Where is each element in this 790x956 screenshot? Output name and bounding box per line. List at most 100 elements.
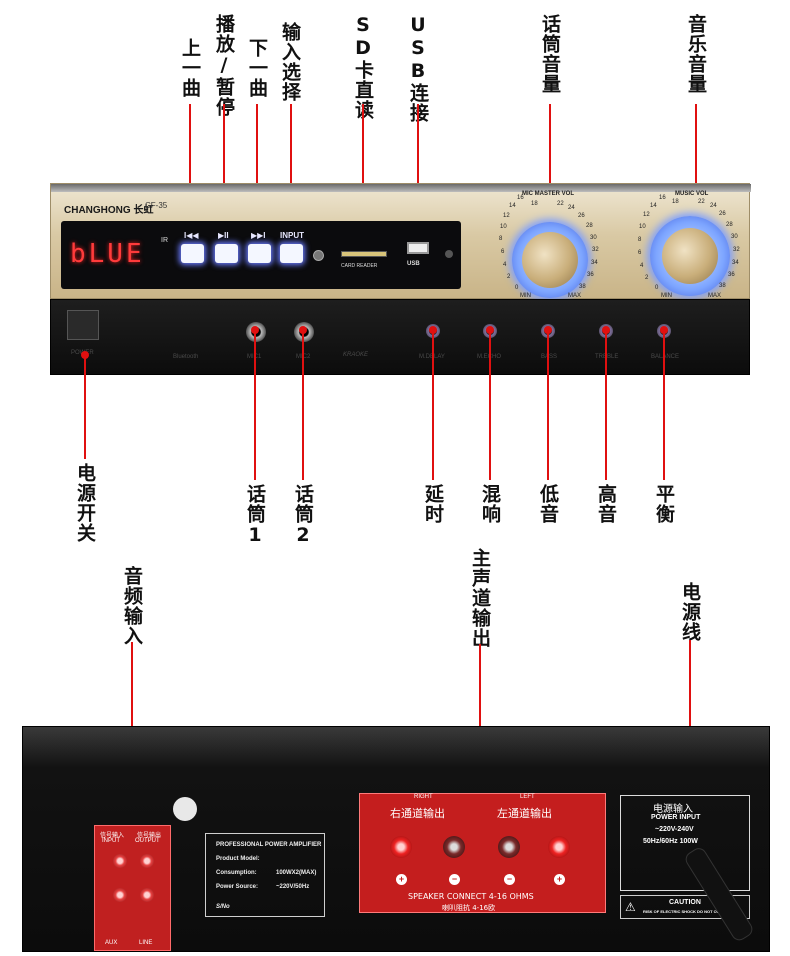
left-negative-terminal[interactable] bbox=[498, 836, 520, 858]
leader-dot-delay bbox=[429, 326, 437, 334]
music-scale-12: 12 bbox=[643, 212, 650, 218]
label-audio-input: 音频输入 bbox=[121, 566, 143, 646]
front-black-panel: POWER Bluetooth MIC1 MIC2 KRAOKE M.DELAY… bbox=[50, 299, 750, 375]
label-bass: 低音 bbox=[537, 484, 559, 524]
leader-music-vol bbox=[695, 104, 697, 242]
spec-title: PROFESSIONAL POWER AMPLIFIER bbox=[216, 842, 322, 848]
music-scale-38: 38 bbox=[719, 283, 726, 289]
mic-scale-30: 30 bbox=[590, 235, 597, 241]
mic-scale-36: 36 bbox=[587, 272, 594, 278]
mic-scale-24: 24 bbox=[568, 205, 575, 211]
mic-scale-0: 0 bbox=[515, 285, 519, 291]
label-power-switch: 电源开关 bbox=[74, 463, 96, 543]
mic-volume-knob[interactable] bbox=[522, 232, 578, 288]
power-input-cn: 电源输入 bbox=[653, 804, 693, 815]
spec-consumption-val: 100WX2(MAX) bbox=[276, 870, 317, 876]
karaoke-label: KRAOKE bbox=[343, 352, 369, 358]
prev-button-label: I◀◀ bbox=[184, 231, 199, 240]
mic-scale-min: MIN bbox=[520, 293, 531, 299]
leader-dot-treble bbox=[602, 326, 610, 334]
top-edge bbox=[51, 184, 751, 192]
left-en-label: LEFT bbox=[520, 794, 535, 800]
output-rca-l[interactable] bbox=[140, 888, 154, 902]
label-sd-read: SD卡直读 bbox=[352, 14, 374, 120]
leader-echo bbox=[489, 330, 491, 480]
music-scale-6: 6 bbox=[638, 250, 642, 256]
front-panel: CHANGHONG 长虹 CF-35 bLUE IR I◀◀ ▶II ▶▶I I… bbox=[50, 183, 751, 375]
input-en-label: INPUT bbox=[102, 838, 120, 844]
mic-scale-22: 22 bbox=[557, 201, 564, 207]
music-volume-knob[interactable] bbox=[662, 228, 718, 284]
mic-scale-12: 12 bbox=[503, 213, 510, 219]
leader-prev bbox=[189, 104, 191, 232]
next-track-button[interactable] bbox=[248, 244, 271, 263]
left-channel-output-label: 左通道输出 bbox=[497, 807, 552, 820]
usb-label: USB bbox=[407, 261, 420, 267]
spec-model: Product Model: bbox=[216, 856, 260, 862]
leader-mic2 bbox=[302, 330, 304, 480]
power-switch[interactable] bbox=[67, 310, 99, 340]
mic-scale-2: 2 bbox=[507, 274, 511, 280]
qc-sticker bbox=[173, 797, 197, 821]
card-reader-label: CARD READER bbox=[341, 263, 378, 269]
sd-card-slot[interactable] bbox=[341, 251, 387, 257]
label-power-cord: 电源线 bbox=[679, 582, 701, 642]
right-negative-terminal[interactable] bbox=[443, 836, 465, 858]
spec-source-val: ~220V/50Hz bbox=[276, 884, 310, 890]
mic-scale-18: 18 bbox=[531, 201, 538, 207]
caution-sub: RISK OF ELECTRIC SHOCK DO NOT OPEN bbox=[643, 909, 726, 914]
right-en-label: RIGHT bbox=[414, 794, 433, 800]
next-button-label: ▶▶I bbox=[251, 231, 266, 240]
leader-mic1 bbox=[254, 330, 256, 480]
freq-power-label: 50Hz/60Hz 100W bbox=[643, 838, 698, 845]
leader-dot-bass bbox=[544, 326, 552, 334]
leader-treble bbox=[605, 330, 607, 480]
leader-dot-echo bbox=[486, 326, 494, 334]
output-rca-r[interactable] bbox=[140, 854, 154, 868]
output-cn-label: 信号输出 bbox=[137, 833, 162, 839]
aux-label: AUX bbox=[105, 940, 118, 946]
music-scale-32: 32 bbox=[733, 247, 740, 253]
leader-delay bbox=[432, 330, 434, 480]
mic-scale-26: 26 bbox=[578, 213, 585, 219]
music-scale-min: MIN bbox=[661, 293, 672, 299]
input-select-button[interactable] bbox=[280, 244, 303, 263]
leader-balance bbox=[663, 330, 665, 480]
leader-sd bbox=[362, 104, 364, 242]
label-input-select: 输入选择 bbox=[279, 22, 301, 102]
label-music-volume: 音乐音量 bbox=[685, 14, 707, 94]
speaker-output-box: RIGHT LEFT 右通道输出 左通道输出 + − − + SPEAKER C… bbox=[359, 793, 606, 913]
leader-play bbox=[223, 104, 225, 232]
usb-port[interactable] bbox=[407, 242, 429, 254]
label-play-pause: 播放/暂停 bbox=[213, 14, 235, 117]
mic-master-vol-title: MIC MASTER VOL bbox=[522, 191, 574, 197]
music-scale-10: 10 bbox=[639, 224, 646, 230]
music-scale-22: 22 bbox=[698, 199, 705, 205]
play-pause-button[interactable] bbox=[215, 244, 238, 263]
mic-scale-6: 6 bbox=[501, 249, 505, 255]
left-positive-terminal[interactable] bbox=[548, 836, 570, 858]
label-echo: 混响 bbox=[479, 484, 501, 524]
right-positive-terminal[interactable] bbox=[390, 836, 412, 858]
minus-sign-icon: − bbox=[449, 874, 460, 885]
mic-scale-16: 16 bbox=[517, 195, 524, 201]
leader-mic-vol bbox=[549, 104, 551, 242]
spec-plate: PROFESSIONAL POWER AMPLIFIER Product Mod… bbox=[205, 833, 325, 917]
input-rca-l[interactable] bbox=[113, 888, 127, 902]
input-rca-r[interactable] bbox=[113, 854, 127, 868]
impedance-cn-label: 喇叭阻抗 4-16欧 bbox=[442, 904, 496, 912]
warning-icon: ⚠ bbox=[625, 900, 636, 914]
music-scale-26: 26 bbox=[719, 211, 726, 217]
music-scale-8: 8 bbox=[638, 237, 642, 243]
input-cn-label: 信号输入 bbox=[100, 833, 125, 839]
music-scale-max: MAX bbox=[708, 293, 722, 299]
plus-sign-icon: + bbox=[396, 874, 407, 885]
music-scale-2: 2 bbox=[645, 275, 649, 281]
ir-label: IR bbox=[161, 237, 168, 244]
prev-track-button[interactable] bbox=[181, 244, 204, 263]
music-scale-18: 18 bbox=[672, 199, 679, 205]
label-mic1: 话筒1 bbox=[244, 484, 266, 547]
spec-consumption: Consumption: bbox=[216, 870, 257, 876]
mic-scale-10: 10 bbox=[500, 224, 507, 230]
label-treble: 高音 bbox=[595, 484, 617, 524]
